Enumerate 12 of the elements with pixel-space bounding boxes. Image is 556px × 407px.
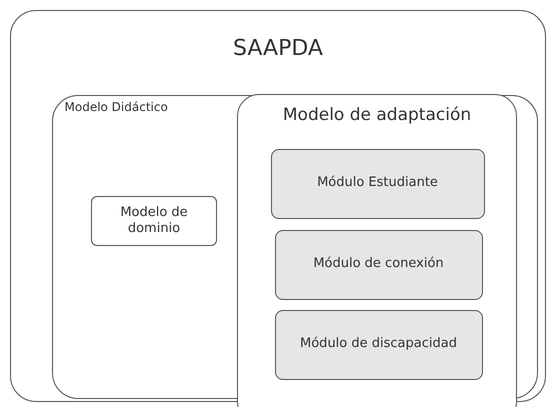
group-title: Modelo de adaptación (282, 105, 472, 126)
module-box (270, 148, 484, 218)
module-box (91, 196, 217, 246)
module-label: Módulo Estudiante (317, 175, 438, 192)
group-title: SAAPDA (233, 35, 323, 62)
module-label: Módulo de discapacidad (300, 336, 457, 353)
group-title: Modelo Didáctico (64, 100, 168, 114)
module-label: Módulo de conexión (313, 256, 444, 273)
module-box (274, 230, 482, 300)
module-box (274, 310, 482, 380)
container-box (237, 94, 517, 407)
module-label: Modelo de dominio (119, 204, 189, 238)
